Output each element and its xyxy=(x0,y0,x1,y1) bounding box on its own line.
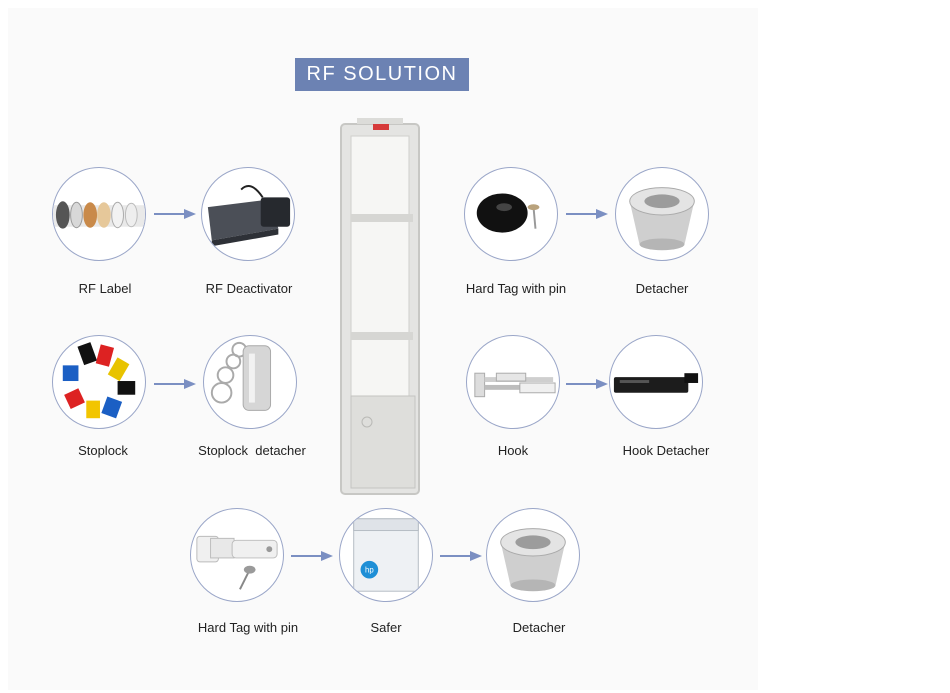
stoplock-detacher-label: Stoplock detacher xyxy=(198,443,306,458)
stoplock-circle xyxy=(52,335,146,429)
detacher-circle xyxy=(615,167,709,261)
rf-label-icon xyxy=(53,201,145,229)
arrow-icon xyxy=(566,379,608,389)
detacher-2-circle xyxy=(486,508,580,602)
hard-tag-2-label: Hard Tag with pin xyxy=(197,620,299,635)
hook-detacher-icon xyxy=(613,373,699,393)
hook-icon xyxy=(474,372,556,398)
stoplock-icon xyxy=(62,342,136,419)
rf-deactivator-icon xyxy=(207,185,291,247)
stoplock-detacher-icon xyxy=(210,341,272,411)
arrow-icon xyxy=(154,379,196,389)
safer-label: Safer xyxy=(370,620,402,635)
rf-label-label: RF Label xyxy=(78,281,132,296)
arrow-icon xyxy=(566,209,608,219)
diagram-title: RF SOLUTION xyxy=(295,58,469,91)
detacher-icon xyxy=(629,187,695,251)
rf-label-circle xyxy=(52,167,146,261)
hook-label: Hook xyxy=(497,443,529,458)
hook-detacher-circle xyxy=(609,335,703,429)
safer-icon: hp xyxy=(353,518,419,592)
hard-tag-label: Hard Tag with pin xyxy=(465,281,567,296)
arrow-icon xyxy=(291,551,333,561)
svg-text:hp: hp xyxy=(365,566,374,575)
rf-deactivator-label: RF Deactivator xyxy=(205,281,293,296)
arrow-icon xyxy=(154,209,196,219)
hard-tag-icon xyxy=(196,535,278,590)
hook-detacher-label: Hook Detacher xyxy=(622,443,710,458)
security-gate-icon xyxy=(340,118,420,495)
detacher-2-label: Detacher xyxy=(512,620,566,635)
safer-circle: hp xyxy=(339,508,433,602)
rf-deactivator-circle xyxy=(201,167,295,261)
detacher-label: Detacher xyxy=(635,281,689,296)
stoplock-label: Stoplock xyxy=(78,443,128,458)
stoplock-detacher-circle xyxy=(203,335,297,429)
detacher-icon xyxy=(500,528,566,592)
hook-circle xyxy=(466,335,560,429)
hard-tag-circle xyxy=(464,167,558,261)
arrow-icon xyxy=(440,551,482,561)
hard-tag-2-circle xyxy=(190,508,284,602)
hard-tag-icon xyxy=(476,193,540,233)
